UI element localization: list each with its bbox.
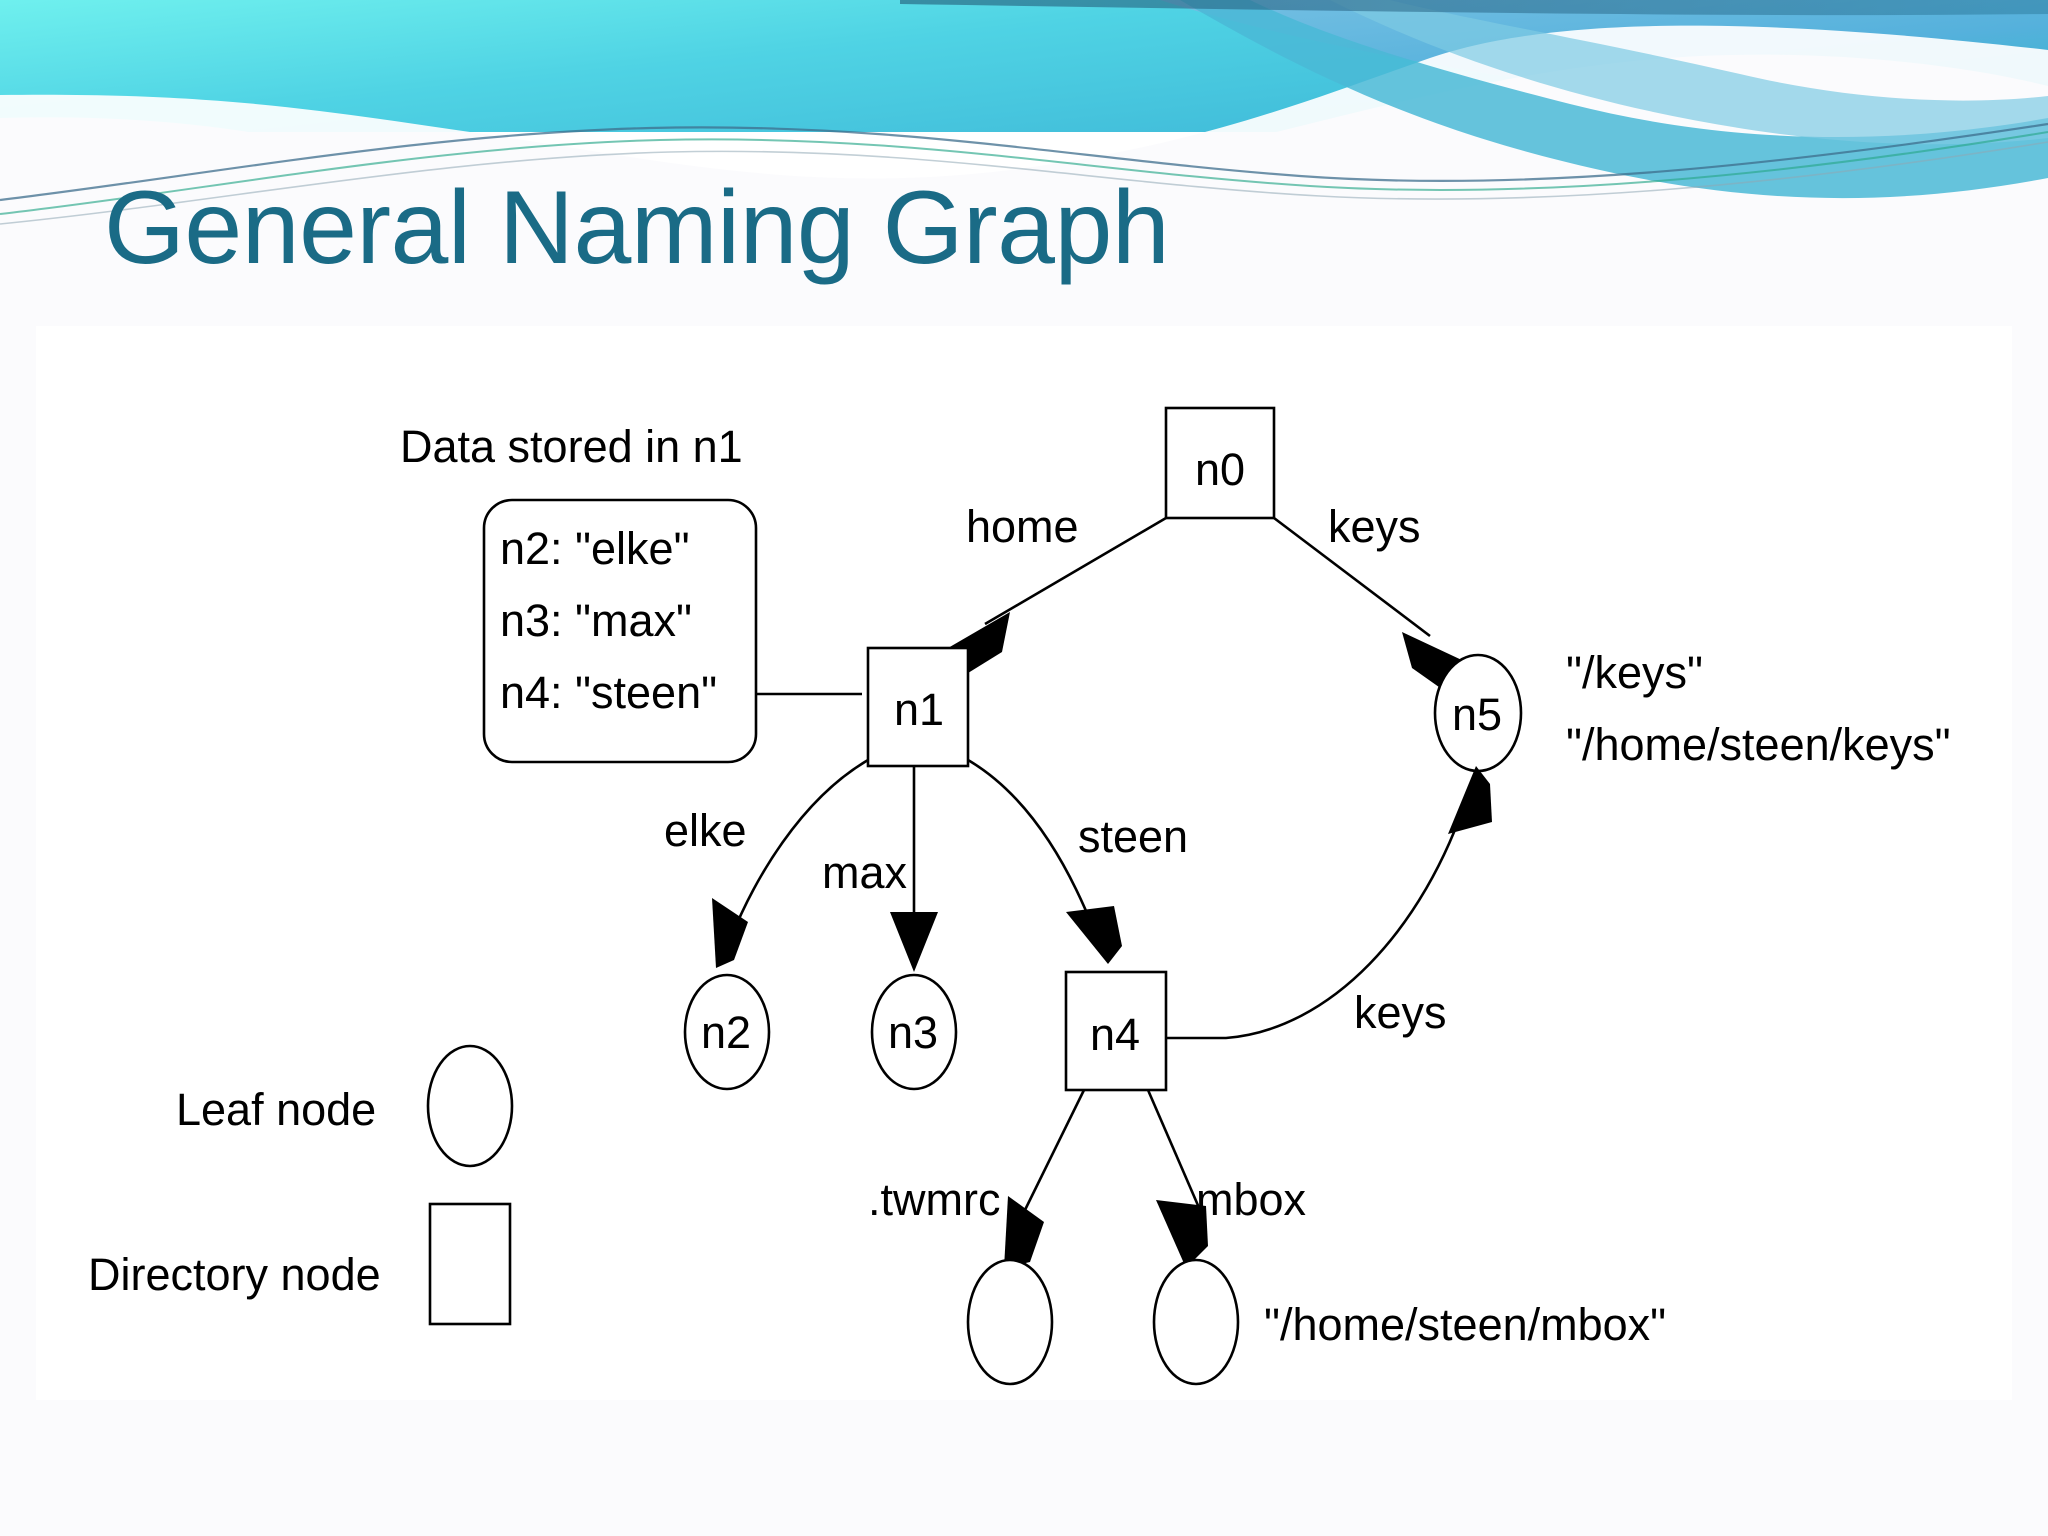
header-decoration-band (0, 0, 2048, 320)
page-title: General Naming Graph (104, 170, 1170, 286)
content-area (36, 326, 2012, 1400)
